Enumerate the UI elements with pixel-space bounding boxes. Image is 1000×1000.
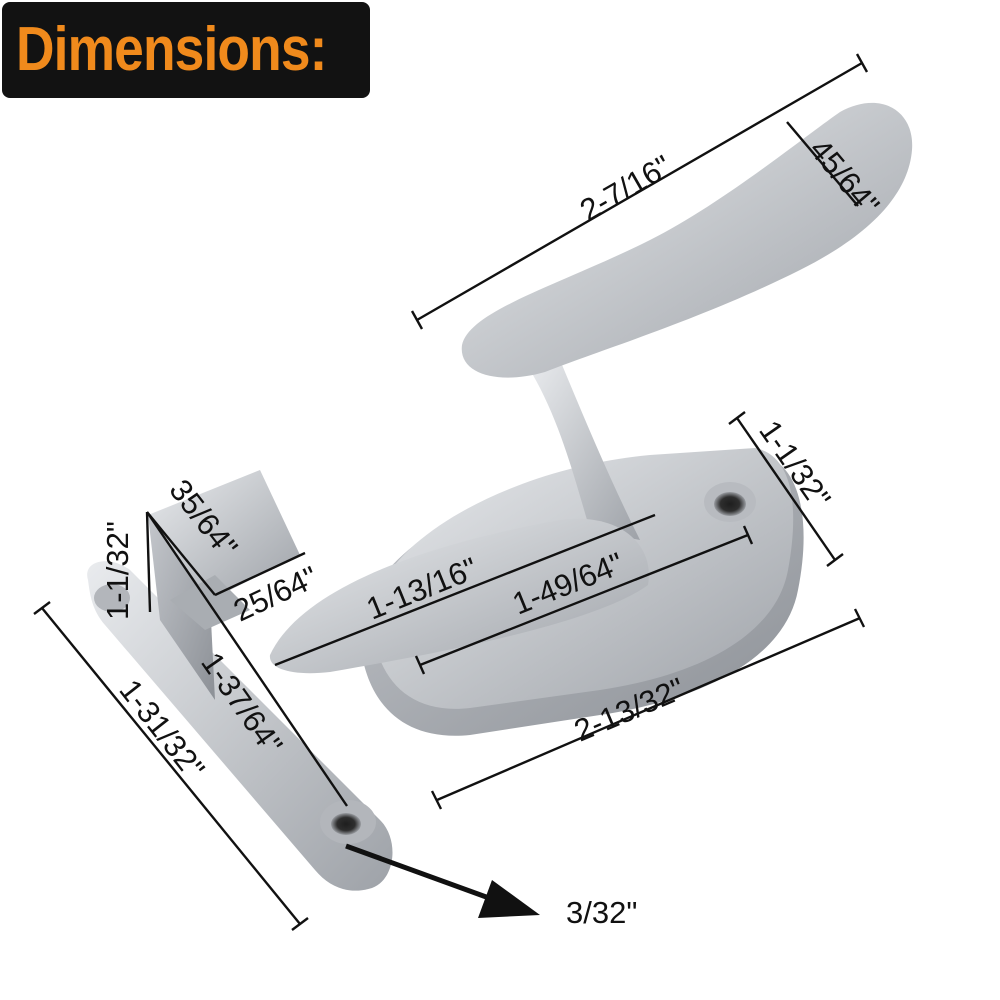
dim-line-base-length: [436, 616, 861, 802]
arrow-head: [478, 880, 540, 918]
dim-line-keeper-height: [145, 511, 152, 613]
label-handle-length: 2-7/16": [574, 148, 677, 228]
dim-line-lever-length: [274, 513, 656, 667]
label-hole-diameter: 3/32": [566, 895, 637, 930]
dim-line-keeper-length: [41, 607, 301, 925]
banner-title: Dimensions:: [16, 15, 327, 84]
dim-line-handle-length: [416, 61, 863, 322]
dim-line-hole-spacing: [419, 533, 749, 667]
lever-arm: [269, 518, 649, 674]
dim-line-keeper-hole-spacing: [146, 511, 348, 807]
keeper-screw-hole: [331, 813, 361, 835]
base-screw-hole: [714, 492, 746, 516]
dimension-lines: [33, 53, 869, 931]
handle-stem: [530, 360, 640, 540]
dim-line-keeper-width: [214, 551, 306, 597]
keeper-top-hole: [94, 584, 130, 612]
label-keeper-height: 1-1/32": [100, 521, 135, 620]
hole-pointer-arrow: [345, 843, 501, 905]
dimensions-banner: Dimensions:: [2, 2, 370, 98]
keeper-strip: [87, 561, 393, 891]
dim-line-base-width: [736, 417, 836, 561]
handle-grip: [461, 102, 913, 378]
dim-line-handle-width: [786, 121, 859, 207]
dim-line-keeper-depth: [146, 511, 216, 596]
